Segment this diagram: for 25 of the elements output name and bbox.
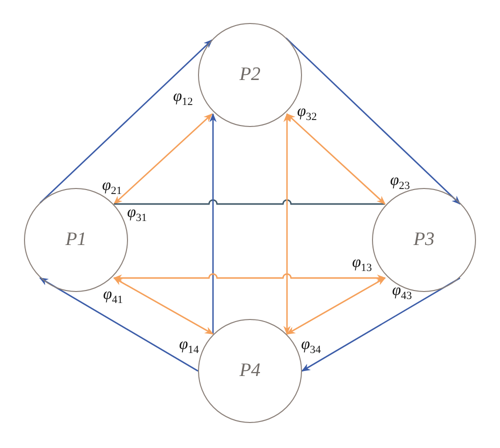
arrow: [39, 277, 198, 372]
angle-label: φ$_{43}$: [392, 282, 412, 302]
angle-label: φ$_{41}$: [103, 286, 123, 306]
arrow: [283, 113, 291, 335]
angle-label: φ$_{34}$: [301, 336, 321, 356]
arrow: [301, 277, 460, 372]
angle-label: φ$_{31}$: [127, 204, 147, 224]
arrow: [113, 277, 214, 335]
process-circle: [198, 319, 302, 423]
arrow: [113, 113, 213, 205]
arrow: [286, 38, 461, 205]
angle-label: φ$_{12}$: [173, 88, 193, 108]
node-label: P2: [239, 64, 261, 86]
angle-label: φ$_{21}$: [102, 176, 122, 198]
node-label: P3: [413, 229, 435, 251]
arrow: [113, 273, 386, 282]
arrow: [209, 113, 217, 334]
angle-label: φ$_{32}$: [297, 102, 317, 124]
angle-label: φ$_{23}$: [390, 172, 410, 192]
angle-label: φ$_{14}$: [179, 336, 199, 356]
angle-label: φ$_{13}$: [352, 254, 372, 274]
arrow: [286, 277, 386, 335]
arrow: [286, 113, 386, 205]
node-label: P4: [239, 360, 261, 382]
node-label: P1: [65, 229, 87, 251]
